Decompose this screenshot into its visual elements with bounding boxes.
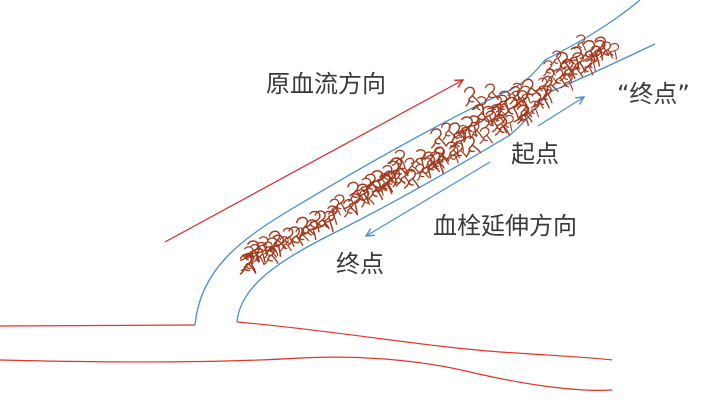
thrombus-mark xyxy=(449,131,467,152)
thrombus-mark xyxy=(500,114,514,132)
thrombus-mark xyxy=(343,193,361,215)
thrombus-mark xyxy=(469,121,483,139)
thrombus-mark xyxy=(593,36,610,57)
thrombus-mark xyxy=(573,34,587,51)
thrombus-mark xyxy=(563,46,582,69)
thrombus-mark xyxy=(549,50,563,67)
branch-vessel xyxy=(194,0,656,326)
thrombus-mark xyxy=(478,105,494,127)
main-vessel-lower-wall xyxy=(0,356,613,391)
main-vessel xyxy=(0,321,613,391)
thrombus-mark xyxy=(359,189,375,208)
thrombus-mark xyxy=(251,248,265,265)
start-direction-arrow xyxy=(537,97,584,127)
thrombus-mark xyxy=(599,41,614,59)
thrombus-mark xyxy=(301,219,319,241)
end-label: 终点 xyxy=(336,250,384,278)
thrombus-mark xyxy=(471,96,487,115)
thrombus-mark xyxy=(588,39,606,61)
thrombus-mark xyxy=(355,177,372,197)
extension-label: 血栓延伸方向 xyxy=(433,212,577,240)
thrombus-mark xyxy=(559,66,573,84)
thrombus-mark xyxy=(463,135,482,157)
thrombus-mark xyxy=(391,149,406,169)
thrombus-mark xyxy=(353,183,370,205)
thrombus-mark xyxy=(434,147,450,166)
thrombus-mark xyxy=(263,246,279,265)
thrombus-mark xyxy=(509,86,525,105)
thrombus-mark xyxy=(490,106,505,125)
thrombus-mark xyxy=(416,157,433,179)
thrombus-clot xyxy=(239,34,620,275)
thrombus-mark xyxy=(517,85,531,103)
thrombus-mark xyxy=(579,40,596,62)
thrombus-mark xyxy=(545,68,558,85)
thrombus-mark xyxy=(265,234,284,258)
thrombus-mark xyxy=(515,100,533,121)
thrombus-mark xyxy=(410,149,426,169)
thrombus-mark xyxy=(430,128,447,149)
thrombus-mark xyxy=(538,85,553,104)
main-vessel-upper-wall-right xyxy=(236,321,613,361)
thrombus-mark xyxy=(526,100,540,118)
thrombus-mark xyxy=(541,75,559,96)
thrombus-mark xyxy=(463,86,481,107)
thrombus-mark xyxy=(605,42,620,60)
branch-vessel-lower-wall xyxy=(236,43,656,323)
thrombus-mark xyxy=(323,205,338,225)
extension-direction-arrow xyxy=(366,161,491,236)
branch-vessel-upper-wall xyxy=(194,0,641,326)
thrombus-mark xyxy=(491,113,508,134)
main-vessel-upper-wall-left xyxy=(0,324,196,327)
original-flow-arrow xyxy=(164,80,463,243)
original-flow-label: 原血流方向 xyxy=(266,70,386,98)
thrombus-mark xyxy=(543,60,556,77)
thrombus-mark xyxy=(332,194,347,213)
start-label: 起点 xyxy=(511,140,559,168)
thrombus-mark xyxy=(243,240,260,262)
end-quoted-label: “终点” xyxy=(617,80,690,108)
